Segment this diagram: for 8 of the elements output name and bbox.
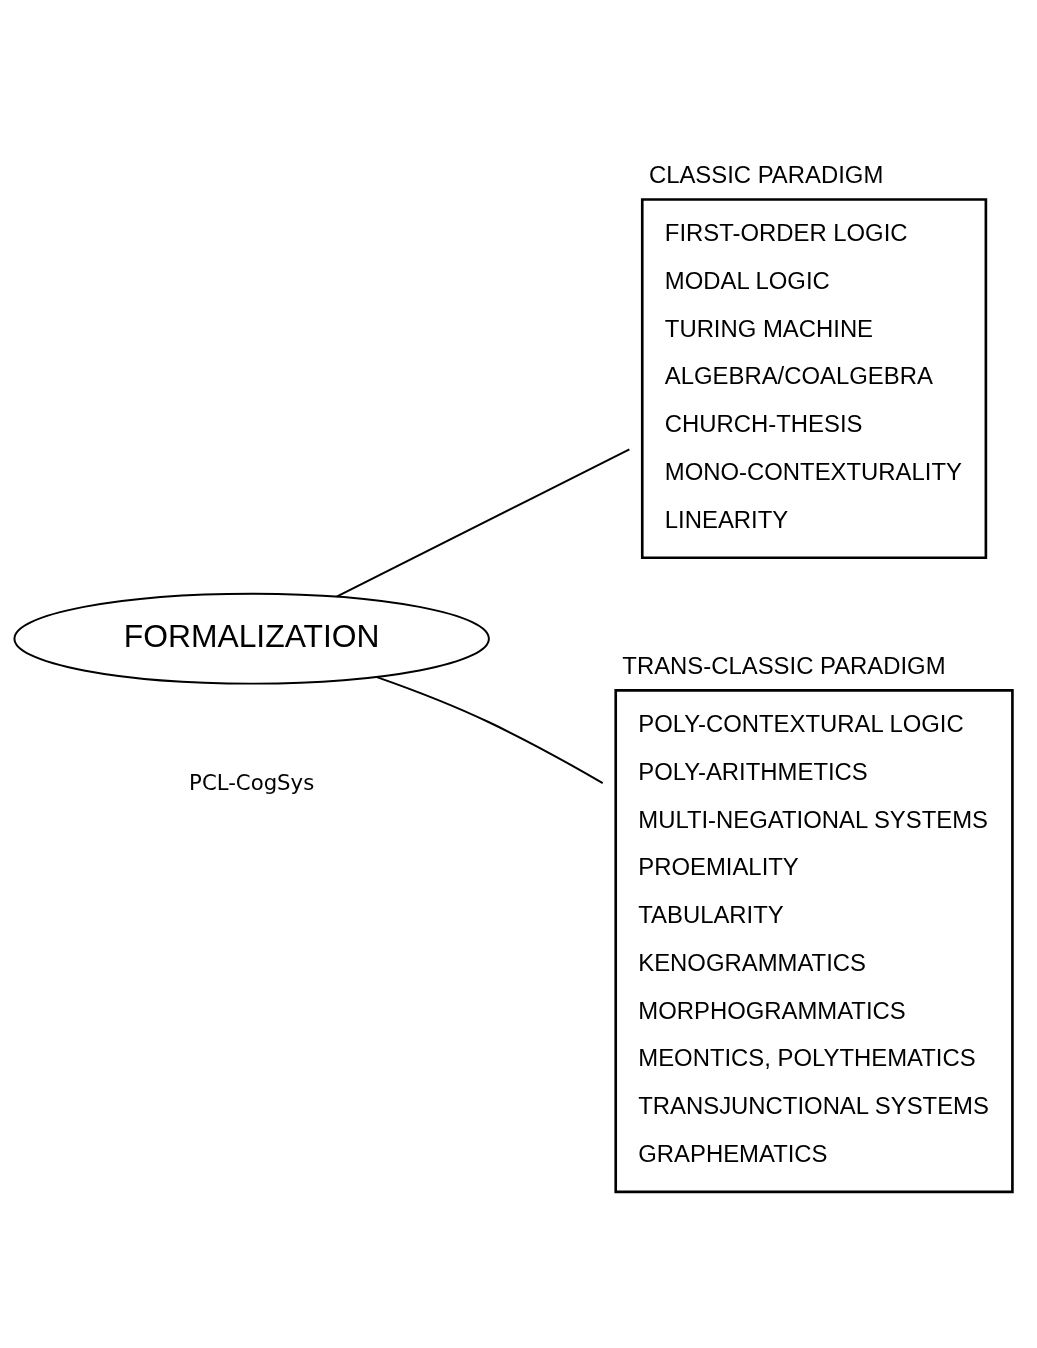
label: PCL-CogSys bbox=[188, 769, 314, 795]
connector bbox=[375, 675, 604, 784]
node-box: POLY-CONTEXTURAL LOGIC POLY-ARITHMETICS MULTI-NEGATIONAL SYSTEMS PROEMIALITY TABULARITY KENOGRAMMATICS MORPHOGRAMMATICS MEONTICS, POLYTHEMATICS TRANSJUNCTIONAL SYSTEMS GRAPHEMATICS bbox=[613, 688, 1014, 1193]
node-label: CLASSIC PARADIGM bbox=[648, 160, 883, 188]
node-box: FIRST-ORDER LOGIC MODAL LOGIC TURING MACHINE ALGEBRA/COALGEBRA CHURCH-THESIS MONO-CONTEXTURALITY LINEARITY bbox=[640, 197, 987, 559]
node-label: TRANS-CLASSIC PARADIGM bbox=[621, 651, 946, 679]
connector bbox=[335, 447, 630, 598]
node-ellipse: FORMALIZATION bbox=[12, 592, 490, 685]
